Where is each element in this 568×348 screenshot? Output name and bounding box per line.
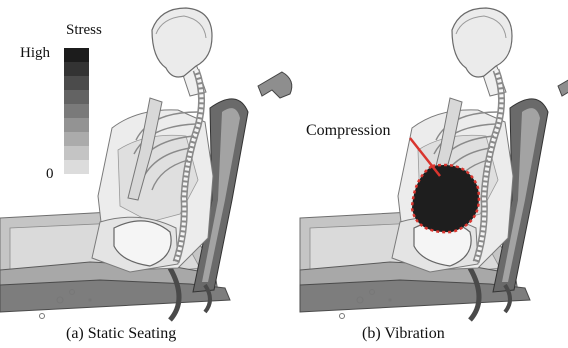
panel-b-illustration (300, 8, 568, 320)
compression-label: Compression (306, 122, 390, 140)
stress-scale-segment (64, 118, 89, 132)
stress-scale-segment (64, 48, 89, 62)
compression-region (412, 165, 479, 232)
caption-static-seating: (a) Static Seating (66, 325, 176, 343)
stress-scale-bar (64, 48, 89, 174)
legend-low-label: 0 (46, 166, 54, 183)
legend-title: Stress (66, 22, 102, 39)
stress-scale-segment (64, 90, 89, 104)
stress-scale-segment (64, 132, 89, 146)
stress-scale-segment (64, 76, 89, 90)
caption-vibration: (b) Vibration (362, 325, 445, 343)
stress-scale-segment (64, 104, 89, 118)
legend-high-label: High (20, 45, 50, 62)
stress-scale-segment (64, 62, 89, 76)
stress-scale-segment (64, 160, 89, 174)
stress-scale-segment (64, 146, 89, 160)
